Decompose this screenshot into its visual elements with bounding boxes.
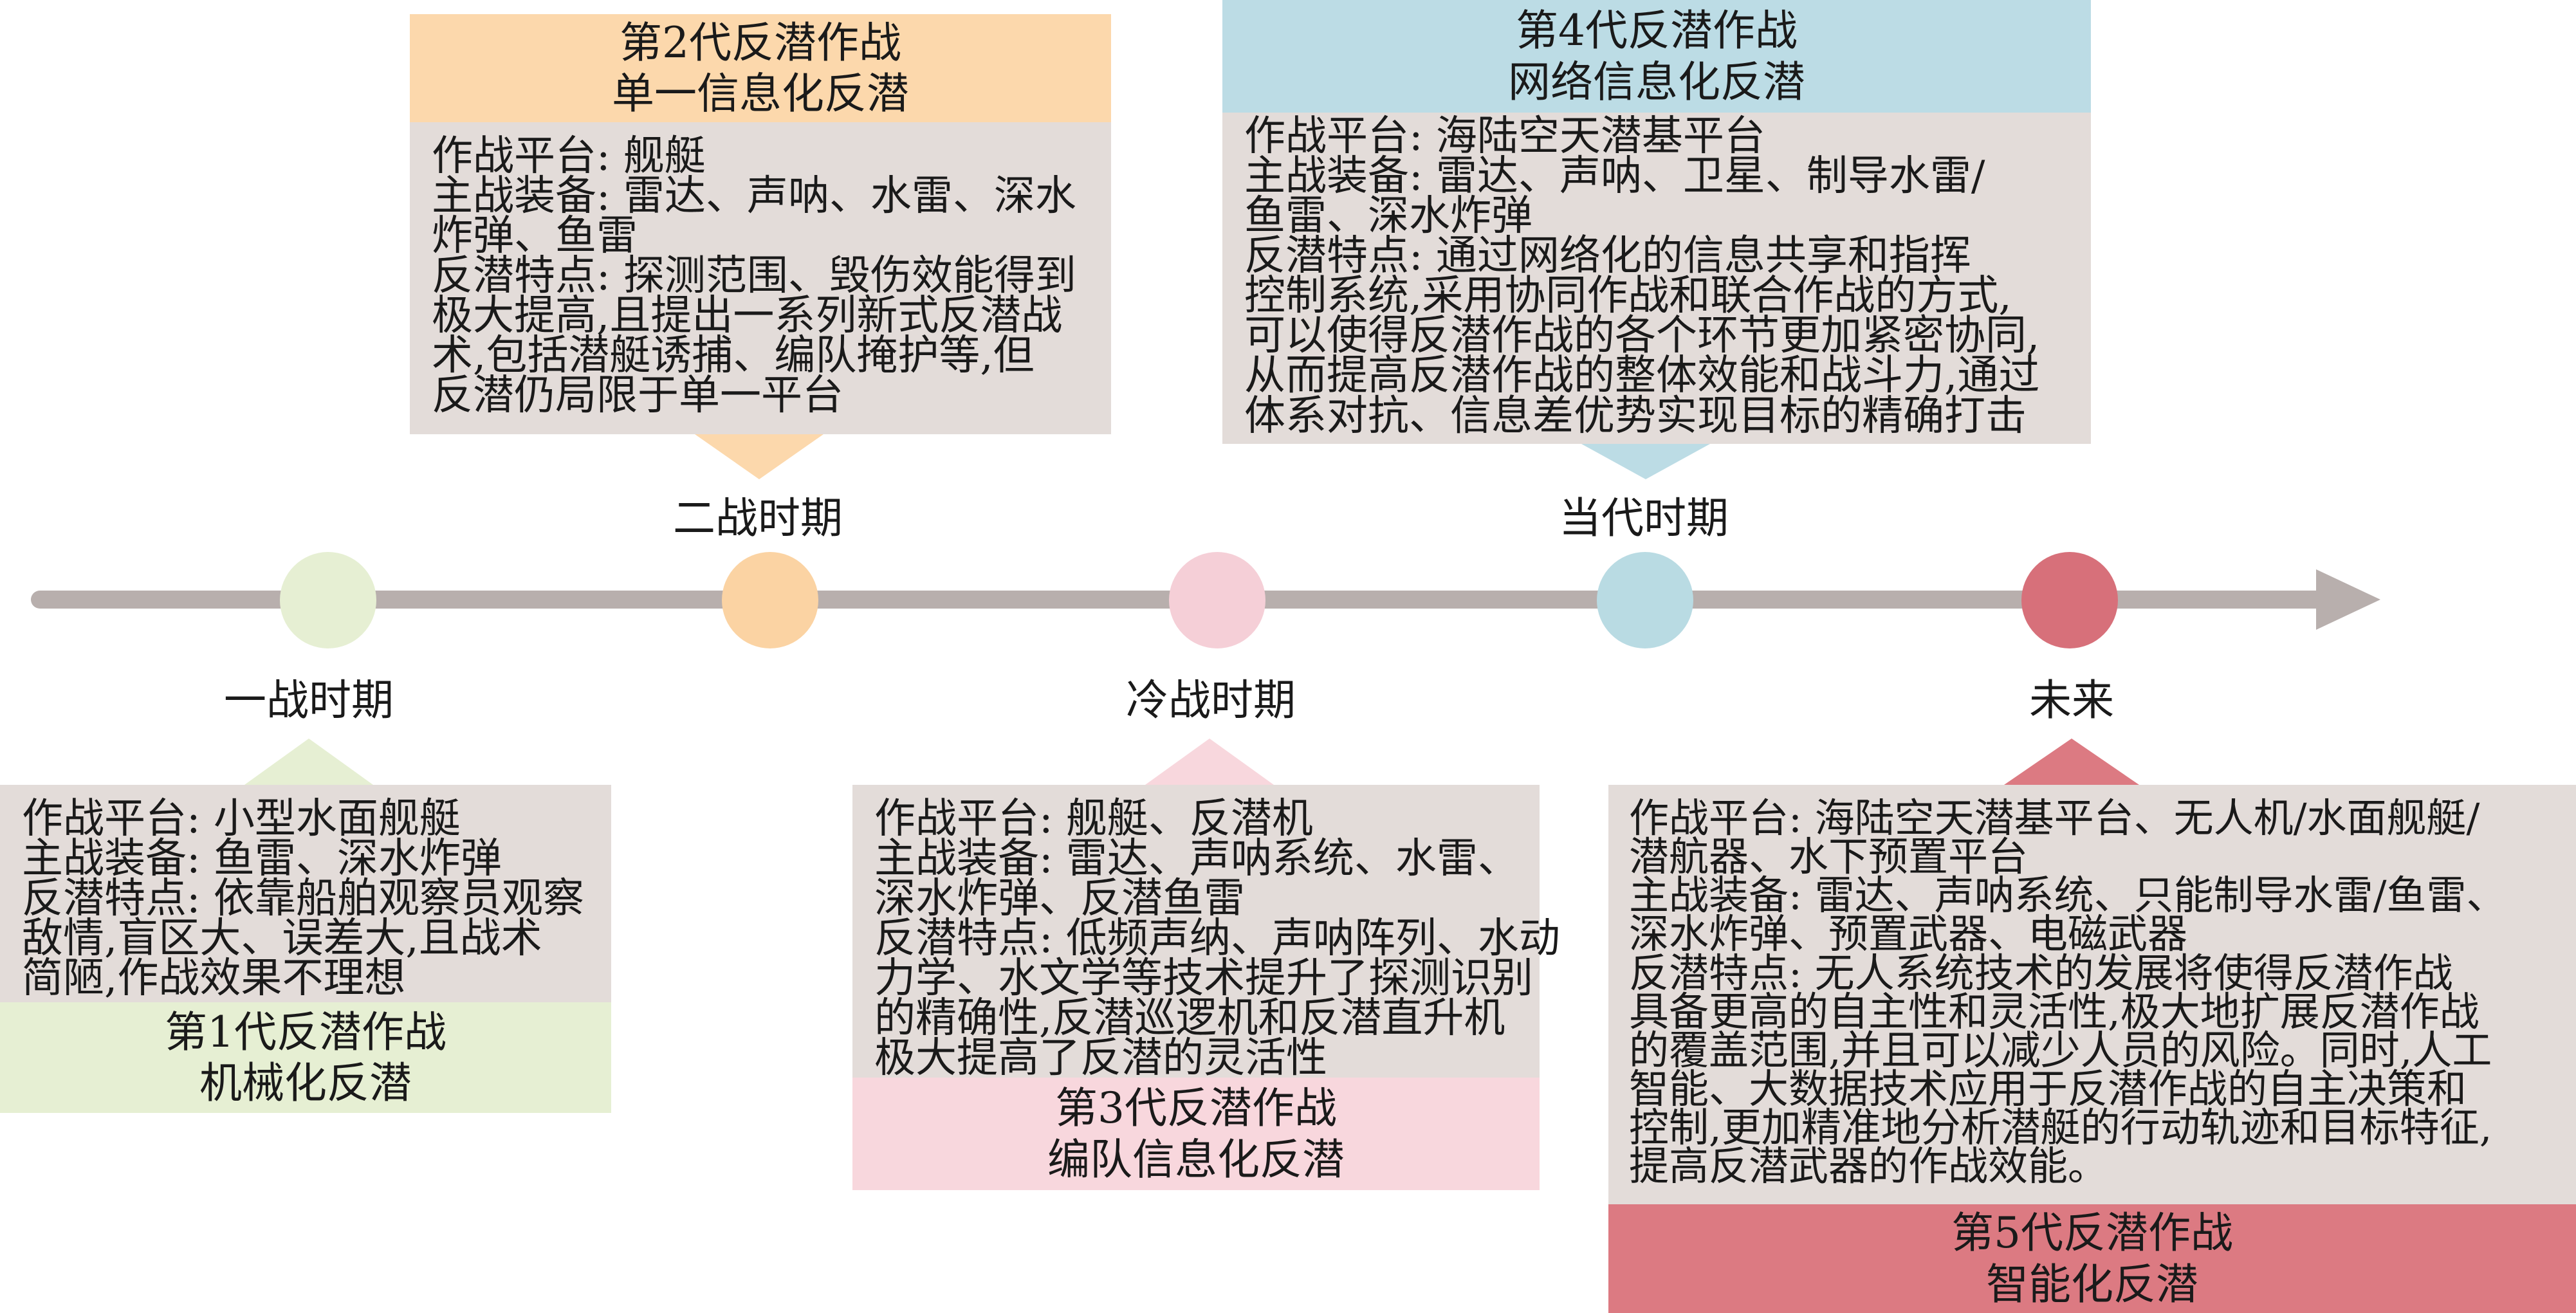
card-gen1-line: 反潜特点: 依靠船舶观察员观察 — [22, 875, 584, 923]
period-label-ww2: 二战时期 — [673, 493, 843, 543]
card-gen5-title: 第5代反潜作战 — [1951, 1208, 2233, 1258]
card-gen3-line: 深水炸弹、反潜鱼雷 — [874, 875, 1245, 923]
card-gen4-line: 可以使得反潜作战的各个环节更加紧密协同, — [1244, 312, 2040, 360]
card-gen2-subtitle: 单一信息化反潜 — [612, 69, 909, 118]
card-gen3-subtitle: 编队信息化反潜 — [1047, 1134, 1345, 1184]
card-gen1-body: 作战平台: 小型水面舰艇 主战装备: 鱼雷、深水炸弹 反潜特点: 依靠船舶观察员… — [0, 785, 611, 1002]
card-gen2-body: 作战平台: 舰艇 主战装备: 雷达、声呐、水雷、深水 炸弹、鱼雷 反潜特点: 探… — [410, 122, 1111, 434]
card-gen1-line: 主战装备: 鱼雷、深水炸弹 — [22, 835, 502, 883]
connector-gen3 — [1145, 739, 1274, 785]
card-gen5-line: 具备更高的自主性和灵活性,极大地扩展反潜作战 — [1629, 987, 2479, 1035]
connector-gen2 — [695, 434, 823, 479]
card-gen1-title: 第1代反潜作战 — [165, 1007, 446, 1057]
card-gen4-line: 主战装备: 雷达、声呐、卫星、制导水雷/ — [1244, 152, 1985, 201]
timeline-node-2 — [722, 552, 818, 648]
period-label-ww1: 一战时期 — [224, 675, 394, 725]
connector-gen1 — [244, 739, 373, 785]
card-gen2-line: 反潜仍局限于单一平台 — [432, 372, 843, 420]
card-gen4-line: 反潜特点: 通过网络化的信息共享和指挥 — [1244, 232, 1971, 280]
timeline-node-1 — [280, 552, 376, 648]
card-gen5-line: 潜航器、水下预置平台 — [1629, 833, 2029, 881]
connector-gen4 — [1581, 444, 1710, 479]
card-gen1-header: 第1代反潜作战 机械化反潜 — [0, 1002, 611, 1113]
card-gen4-subtitle: 网络信息化反潜 — [1508, 57, 1805, 107]
card-gen4-line: 作战平台: 海陆空天潜基平台 — [1244, 113, 1765, 160]
card-gen3-title: 第3代反潜作战 — [1055, 1083, 1337, 1134]
card-gen2-line: 主战装备: 雷达、声呐、水雷、深水 — [432, 172, 1076, 221]
card-gen3-line: 作战平台: 舰艇、反潜机 — [874, 795, 1313, 843]
timeline-arrow-icon — [2316, 569, 2380, 630]
timeline-node-5 — [2021, 552, 2118, 648]
card-gen3-line: 的精确性,反潜巡逻机和反潜直升机 — [874, 995, 1505, 1043]
card-gen5-line: 反潜特点: 无人系统技术的发展将使得反潜作战 — [1629, 949, 2453, 996]
card-gen1-line: 敌情,盲区大、误差大,且战术 — [22, 915, 542, 963]
card-gen5-line: 深水炸弹、预置武器、电磁武器 — [1629, 910, 2188, 958]
card-gen2-line: 术,包括潜艇诱捕、编队掩护等,但 — [432, 332, 1035, 380]
card-gen2-line: 作战平台: 舰艇 — [432, 133, 706, 180]
card-gen5-body: 作战平台: 海陆空天潜基平台、无人机/水面舰艇/ 潜航器、水下预置平台 主战装备… — [1608, 785, 2576, 1204]
card-gen3-body: 作战平台: 舰艇、反潜机 主战装备: 雷达、声呐系统、水雷、 深水炸弹、反潜鱼雷… — [852, 785, 1560, 1083]
timeline-node-3 — [1169, 552, 1265, 648]
card-gen2-line: 反潜特点: 探测范围、毁伤效能得到 — [432, 252, 1076, 300]
card-gen1-line: 简陋,作战效果不理想 — [22, 955, 406, 1003]
card-gen2-title: 第2代反潜作战 — [620, 17, 901, 68]
period-label-contemporary: 当代时期 — [1559, 493, 1729, 543]
timeline-node-4 — [1597, 552, 1693, 648]
card-gen4-header: 第4代反潜作战 网络信息化反潜 — [1222, 0, 2091, 113]
card-gen2-line: 炸弹、鱼雷 — [432, 212, 638, 261]
period-label-coldwar: 冷战时期 — [1126, 675, 1296, 725]
card-gen5-line: 提高反潜武器的作战效能。 — [1629, 1143, 2108, 1190]
card-gen3-line: 极大提高了反潜的灵活性 — [874, 1034, 1327, 1083]
card-gen3-header: 第3代反潜作战 编队信息化反潜 — [852, 1078, 1540, 1190]
card-gen1-line: 作战平台: 小型水面舰艇 — [22, 795, 461, 843]
period-label-future: 未来 — [2029, 675, 2114, 725]
card-gen1-subtitle: 机械化反潜 — [199, 1058, 412, 1108]
card-gen5-header: 第5代反潜作战 智能化反潜 — [1608, 1204, 2576, 1313]
card-gen5-subtitle: 智能化反潜 — [1986, 1259, 2198, 1309]
card-gen3-line: 反潜特点: 低频声纳、声呐阵列、水动 — [874, 915, 1560, 963]
card-gen5-line: 智能、大数据技术应用于反潜作战的自主决策和 — [1629, 1065, 2467, 1112]
card-gen3-line: 主战装备: 雷达、声呐系统、水雷、 — [874, 835, 1519, 883]
card-gen4-line: 体系对抗、信息差优势实现目标的精确打击 — [1244, 392, 2027, 440]
card-gen4-line: 控制系统,采用协同作战和联合作战的方式, — [1244, 272, 2012, 320]
card-gen2-header: 第2代反潜作战 单一信息化反潜 — [410, 14, 1111, 122]
card-gen5-line: 控制,更加精准地分析潜艇的行动轨迹和目标特征, — [1629, 1104, 2492, 1151]
connector-gen5 — [2004, 739, 2139, 785]
card-gen4-title: 第4代反潜作战 — [1516, 6, 1798, 56]
card-gen5-line: 作战平台: 海陆空天潜基平台、无人机/水面舰艇/ — [1629, 794, 2480, 841]
card-gen5-line: 的覆盖范围,并且可以减少人员的风险。同时,人工 — [1629, 1026, 2492, 1074]
card-gen4-line: 鱼雷、深水炸弹 — [1244, 192, 1532, 241]
card-gen5-line: 主战装备: 雷达、声呐系统、只能制导水雷/鱼雷、 — [1629, 872, 2507, 919]
card-gen3-line: 力学、水文学等技术提升了探测识别 — [874, 955, 1533, 1003]
card-gen2-line: 极大提高,且提出一系列新式反潜战 — [432, 292, 1063, 340]
card-gen4-body: 作战平台: 海陆空天潜基平台 主战装备: 雷达、声呐、卫星、制导水雷/ 鱼雷、深… — [1222, 113, 2091, 444]
card-gen4-line: 从而提高反潜作战的整体效能和战斗力,通过 — [1244, 352, 2040, 400]
